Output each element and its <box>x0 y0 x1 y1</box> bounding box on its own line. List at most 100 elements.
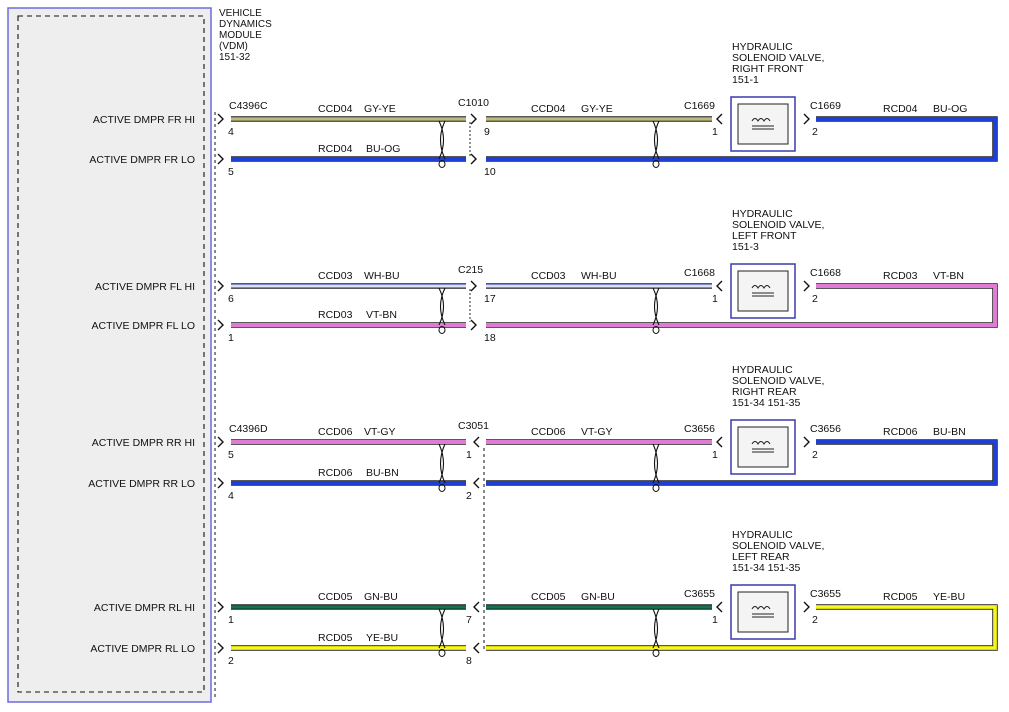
twisted-pair-icon <box>438 120 446 160</box>
wire-base <box>816 605 997 650</box>
wire-color-label: GN-BU <box>364 591 398 603</box>
valve-pin-number: 2 <box>812 126 818 138</box>
wire-return-loop <box>816 116 998 162</box>
pin-terminal-icon <box>217 113 224 125</box>
wire-color-label: WH-BU <box>364 270 400 282</box>
solenoid-valve <box>730 584 796 640</box>
module-pin-label: ACTIVE DMPR FL LO <box>92 320 195 332</box>
wire-color-label: VT-GY <box>581 426 613 438</box>
pin-terminal-icon <box>716 436 723 448</box>
pin-terminal-icon <box>473 436 480 448</box>
valve-pin-number: 2 <box>812 449 818 461</box>
valve-pin-number: 2 <box>812 614 818 626</box>
module-title-line: DYNAMICS <box>219 19 272 30</box>
valve-pin-number: 1 <box>712 126 718 138</box>
solenoid-coil-icon <box>751 285 774 297</box>
valve-name-line: 151-34 151-35 <box>732 397 800 409</box>
module-pin-label: ACTIVE DMPR FR LO <box>89 154 195 166</box>
solenoid-valve <box>730 96 796 152</box>
circuit-label: RCD03 <box>318 309 353 321</box>
circuit-label: CCD04 <box>531 103 566 115</box>
inline-pin-number: 9 <box>484 126 490 138</box>
pin-terminal-icon <box>470 153 477 165</box>
twisted-pair-icon <box>652 120 660 160</box>
wire-color-label: BU-OG <box>933 103 967 115</box>
valve-name-line: 151-34 151-35 <box>732 562 800 574</box>
valve-inner-box <box>737 591 789 633</box>
valve-name-line: HYDRAULIC <box>732 529 793 541</box>
module-box <box>7 7 212 703</box>
twisted-pair-end-icon <box>438 160 446 168</box>
valve-name-line: HYDRAULIC <box>732 208 793 220</box>
module-pin-label: ACTIVE DMPR RR HI <box>92 437 195 449</box>
module-title-line: (VDM) <box>219 41 248 52</box>
valve-name-line: SOLENOID VALVE, <box>732 375 824 387</box>
pin-terminal-icon <box>803 113 810 125</box>
solenoid-valve <box>730 419 796 475</box>
wire-color-label: VT-BN <box>933 270 964 282</box>
twisted-pair-icon <box>652 608 660 649</box>
circuit-label: RCD04 <box>318 143 353 155</box>
valve-connector-label: C3656 <box>684 423 715 435</box>
pin-terminal-icon <box>473 477 480 489</box>
valve-connector-label: C3655 <box>810 588 841 600</box>
wire-outline <box>816 283 998 328</box>
inline-pin-number: 1 <box>466 449 472 461</box>
inline-pin-number: 7 <box>466 614 472 626</box>
module-pin-label: ACTIVE DMPR FL HI <box>95 281 195 293</box>
module-title: VEHICLE DYNAMICS MODULE (VDM) 151-32 <box>219 8 299 63</box>
pin-terminal-icon <box>473 601 480 613</box>
valve-inner-box <box>737 270 789 312</box>
twisted-pair-end-icon <box>438 649 446 657</box>
circuit-label: CCD04 <box>318 103 353 115</box>
wire-return-loop <box>816 439 998 486</box>
module-dashed-border <box>17 15 205 693</box>
pin-terminal-icon <box>217 642 224 654</box>
module-pin-label: ACTIVE DMPR FR HI <box>93 114 195 126</box>
wire-color-label: VT-GY <box>364 426 396 438</box>
twisted-pair-icon <box>438 608 446 649</box>
pin-terminal-icon <box>473 642 480 654</box>
circuit-label: CCD06 <box>318 426 353 438</box>
twisted-pair-end-icon <box>438 484 446 492</box>
wire-color-label: YE-BU <box>366 632 398 644</box>
circuit-label: RCD06 <box>883 426 918 438</box>
pin-terminal-icon <box>803 280 810 292</box>
pin-terminal-icon <box>217 477 224 489</box>
module-pin-number: 6 <box>228 293 234 305</box>
valve-name-line: HYDRAULIC <box>732 41 793 53</box>
pin-terminal-icon <box>217 436 224 448</box>
valve-inner-box <box>737 426 789 468</box>
valve-connector-label: C1669 <box>810 100 841 112</box>
inline-pin-number: 17 <box>484 293 496 305</box>
wire-stripe <box>816 441 996 484</box>
circuit-label: RCD04 <box>883 103 918 115</box>
module-pin-label: ACTIVE DMPR RL HI <box>94 602 195 614</box>
wire-base <box>816 440 997 485</box>
circuit-label: RCD03 <box>883 270 918 282</box>
pin-terminal-icon <box>803 601 810 613</box>
valve-pin-number: 2 <box>812 293 818 305</box>
pin-terminal-icon <box>470 319 477 331</box>
twisted-pair-icon <box>652 443 660 484</box>
twisted-pair-icon <box>438 443 446 484</box>
pin-terminal-icon <box>803 436 810 448</box>
wire-return-loop <box>816 283 998 328</box>
twisted-pair-end-icon <box>438 326 446 334</box>
valve-name-line: LEFT REAR <box>732 551 790 563</box>
valve-connector-label: C3656 <box>810 423 841 435</box>
wire-return-loop <box>816 604 998 651</box>
circuit-label: CCD03 <box>318 270 353 282</box>
module-pin-number: 4 <box>228 490 234 502</box>
valve-pin-number: 1 <box>712 614 718 626</box>
pin-terminal-icon <box>716 113 723 125</box>
pin-terminal-icon <box>217 280 224 292</box>
twisted-pair-icon <box>652 287 660 326</box>
valve-name-line: SOLENOID VALVE, <box>732 540 824 552</box>
valve-connector-label: C1668 <box>684 267 715 279</box>
wire-color-label: GN-BU <box>581 591 615 603</box>
wire-stripe <box>816 118 996 160</box>
module-pin-number: 4 <box>228 126 234 138</box>
valve-name-line: HYDRAULIC <box>732 364 793 376</box>
twisted-pair-end-icon <box>652 326 660 334</box>
